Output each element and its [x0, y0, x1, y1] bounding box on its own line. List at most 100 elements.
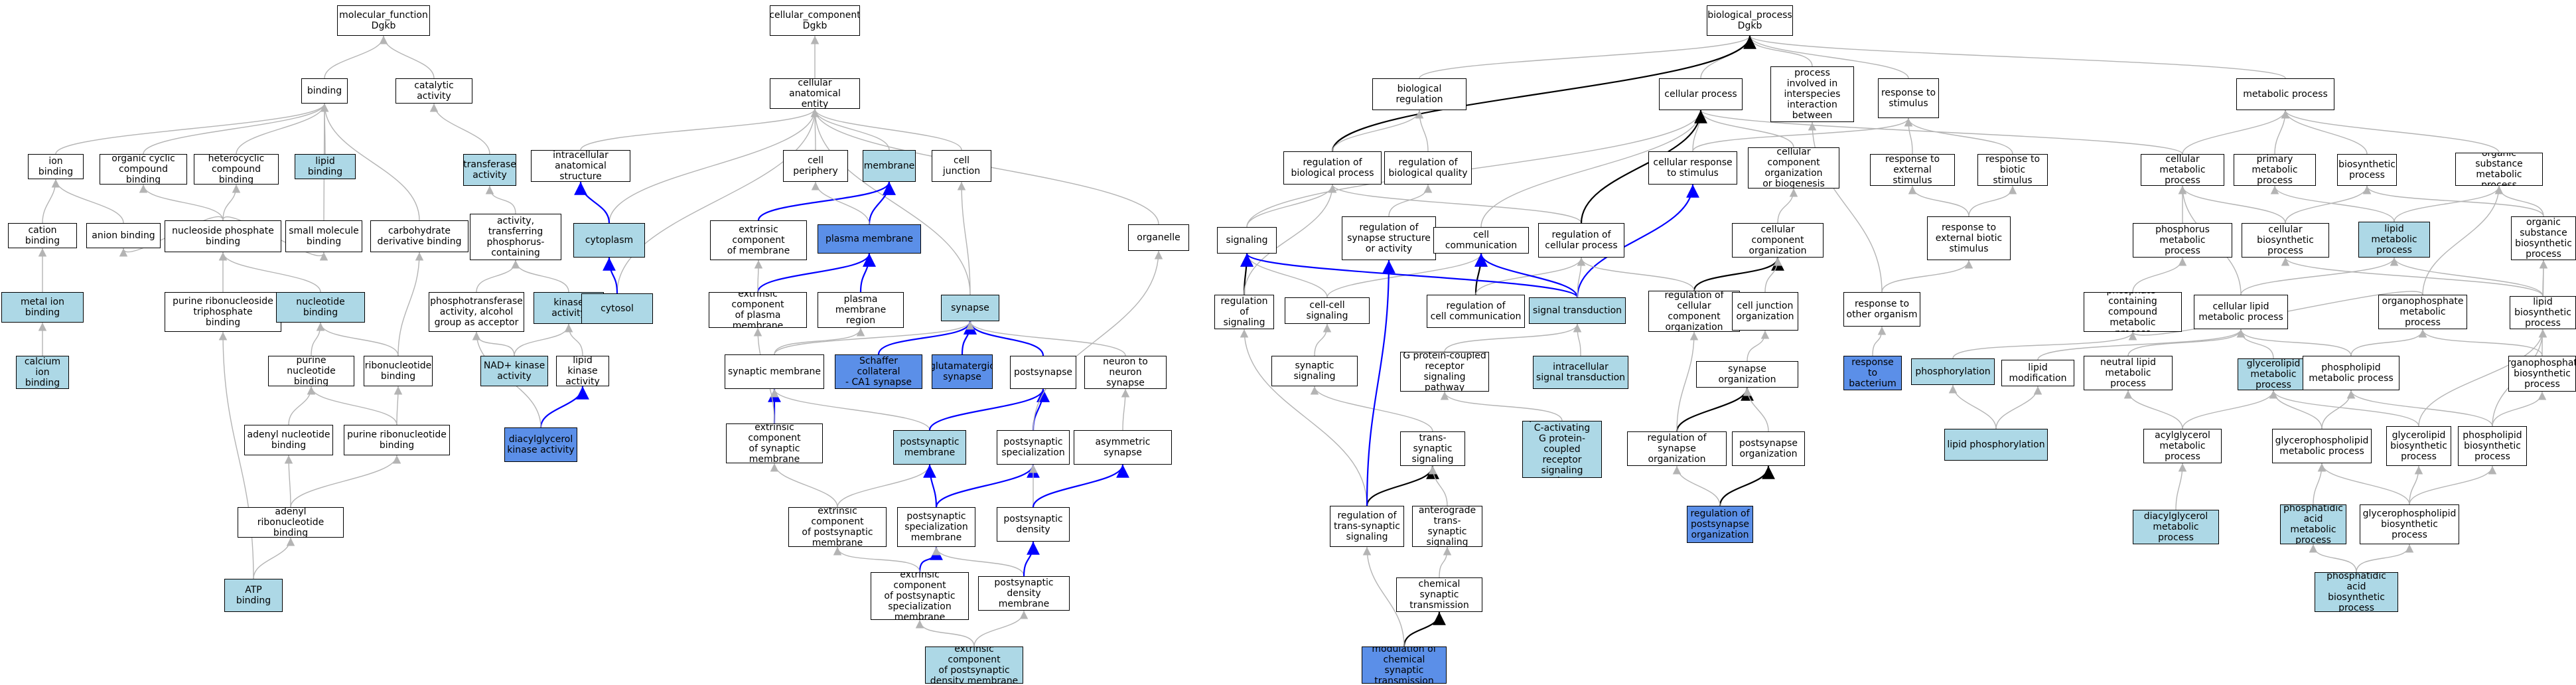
node-lipid-metabolic-process[interactable]: lipid metabolic process: [2358, 222, 2430, 258]
node-cellular-metabolic-process[interactable]: cellular metabolic process: [2141, 154, 2224, 186]
node-nad-kinase-activity[interactable]: NAD+ kinase activity: [480, 356, 548, 386]
node-plasma-membrane-region[interactable]: plasma membrane region: [818, 292, 904, 328]
node-postsynaptic-density-membrane[interactable]: postsynaptic density membrane: [978, 576, 1070, 611]
node-carbohydrate-derivative-binding[interactable]: carbohydrate derivative binding: [370, 220, 468, 252]
node-phosphatidic-acid-biosynthetic-process[interactable]: phosphatidic acid biosynthetic process: [2315, 572, 2398, 612]
node-membrane[interactable]: membrane: [863, 150, 916, 182]
node-purine-ribonucleoside-triphosphate-binding[interactable]: purine ribonucleoside triphosphate bindi…: [165, 292, 281, 332]
node-glycerolipid-metabolic-process[interactable]: glycerolipid metabolic process: [2238, 358, 2309, 390]
node-organelle[interactable]: organelle: [1128, 224, 1189, 251]
node-transferase-activity[interactable]: transferase activity: [463, 154, 516, 186]
node-phospholipid-metabolic-process[interactable]: phospholipid metabolic process: [2303, 356, 2399, 390]
node-synaptic-signaling[interactable]: synaptic signaling: [1271, 356, 1358, 386]
node-glutamatergic-synapse[interactable]: glutamatergic synapse: [932, 354, 993, 389]
node-cell-junction[interactable]: cell junction: [932, 150, 991, 182]
node-cellular-lipid-metabolic-process[interactable]: cellular lipid metabolic process: [2194, 295, 2288, 329]
node-regulation-of-synapse-organization[interactable]: regulation of synapse organization: [1627, 431, 1727, 466]
node-metal-ion-binding[interactable]: metal ion binding: [1, 292, 84, 323]
node-cellular-component-organization[interactable]: cellular component organization: [1732, 223, 1824, 258]
node-organophosphate-biosynthetic-process[interactable]: organophosphate biosynthetic process: [2508, 356, 2576, 392]
node-organic-substance-metabolic-process[interactable]: organic substance metabolic process: [2455, 153, 2543, 186]
node-extrinsic-component-of-postsynaptic-membrane[interactable]: extrinsic component of postsynaptic memb…: [788, 507, 887, 547]
node-lipid-biosynthetic-process[interactable]: lipid biosynthetic process: [2510, 296, 2576, 329]
node-small-molecule-binding[interactable]: small molecule binding: [285, 220, 362, 252]
node-postsynapse[interactable]: postsynapse: [1010, 356, 1076, 389]
node-synapse-organization[interactable]: synapse organization: [1696, 361, 1798, 388]
node-regulation-of-cellular-component-organization[interactable]: regulation of cellular component organiz…: [1648, 291, 1740, 332]
node-phospholipid-biosynthetic-process[interactable]: phospholipid biosynthetic process: [2458, 426, 2527, 466]
node-postsynaptic-specialization-membrane[interactable]: postsynaptic specialization membrane: [897, 507, 975, 547]
node-trans-synaptic-signaling[interactable]: trans-synaptic signaling: [1400, 431, 1465, 466]
node-regulation-of-trans-synaptic-signaling[interactable]: regulation of trans-synaptic signaling: [1330, 506, 1404, 547]
node-signaling[interactable]: signaling: [1217, 227, 1277, 254]
node-interspecies-interaction[interactable]: biological process involved in interspec…: [1770, 66, 1854, 122]
node-extrinsic-component-of-postsynaptic-specialization-membrane[interactable]: extrinsic component of postsynaptic spec…: [871, 572, 969, 620]
node-nucleotide-binding[interactable]: nucleotide binding: [276, 292, 365, 323]
node-cellular-component-organization-or-biogenesis[interactable]: cellular component organization or bioge…: [1748, 147, 1839, 189]
node-phosphorus-metabolic-process[interactable]: phosphorus metabolic process: [2133, 223, 2232, 258]
node-plasma-membrane[interactable]: plasma membrane: [818, 224, 921, 254]
node-calcium-ion-binding[interactable]: calcium ion binding: [16, 356, 69, 389]
node-biological-process[interactable]: biological_process Dgkb: [1707, 5, 1793, 36]
node-cellular-response-to-stimulus[interactable]: cellular response to stimulus: [1648, 151, 1737, 185]
node-schaffer-collateral-ca1-synapse[interactable]: Schaffer collateral - CA1 synapse: [835, 354, 922, 389]
node-cytosol[interactable]: cytosol: [581, 293, 653, 324]
node-glycerolipid-biosynthetic-process[interactable]: glycerolipid biosynthetic process: [2386, 426, 2451, 466]
node-regulation-of-biological-quality[interactable]: regulation of biological quality: [1384, 151, 1472, 185]
node-atp-binding[interactable]: ATP binding: [224, 579, 283, 612]
node-cell-communication[interactable]: cell communication: [1433, 227, 1529, 254]
node-cell-cell-signaling[interactable]: cell-cell signaling: [1285, 297, 1370, 324]
node-transferase-phosphorus[interactable]: transferase activity, transferring phosp…: [470, 214, 561, 260]
node-regulation-of-postsynapse-organization[interactable]: regulation of postsynapse organization: [1687, 506, 1753, 543]
node-cation-binding[interactable]: cation binding: [8, 223, 77, 248]
node-response-to-external-biotic-stimulus[interactable]: response to external biotic stimulus: [1927, 216, 2011, 260]
node-biological-regulation[interactable]: biological regulation: [1372, 78, 1467, 110]
node-catalytic-activity[interactable]: catalytic activity: [395, 78, 472, 104]
node-primary-metabolic-process[interactable]: primary metabolic process: [2234, 154, 2316, 186]
node-postsynaptic-specialization[interactable]: postsynaptic specialization: [997, 430, 1070, 465]
node-response-to-external-stimulus[interactable]: response to external stimulus: [1870, 154, 1955, 186]
node-ion-binding[interactable]: ion binding: [28, 154, 84, 179]
node-adenyl-nucleotide-binding[interactable]: adenyl nucleotide binding: [244, 425, 333, 455]
node-adenyl-ribonucleotide-binding[interactable]: adenyl ribonucleotide binding: [238, 507, 344, 538]
node-cellular-component[interactable]: cellular_component Dgkb: [770, 5, 860, 36]
node-response-to-other-organism[interactable]: response to other organism: [1843, 292, 1920, 327]
node-extrinsic-component-of-membrane[interactable]: extrinsic component of membrane: [710, 220, 807, 260]
node-cell-junction-organization[interactable]: cell junction organization: [1732, 292, 1798, 331]
node-synapse[interactable]: synapse: [941, 295, 999, 321]
node-purine-ribonucleotide-binding[interactable]: purine ribonucleotide binding: [344, 425, 450, 455]
node-lipid-phosphorylation[interactable]: lipid phosphorylation: [1944, 429, 2048, 461]
node-ribonucleotide-binding[interactable]: ribonucleotide binding: [364, 356, 433, 386]
node-cellular-biosynthetic-process[interactable]: cellular biosynthetic process: [2242, 223, 2329, 258]
node-diacylglycerol-kinase-activity[interactable]: diacylglycerol kinase activity: [504, 427, 577, 462]
node-regulation-of-biological-process[interactable]: regulation of biological process: [1283, 151, 1382, 185]
node-regulation-of-signaling[interactable]: regulation of signaling: [1214, 295, 1274, 329]
node-modulation-of-chemical-synaptic-transmission[interactable]: modulation of chemical synaptic transmis…: [1362, 647, 1447, 684]
node-phosphatidic-acid-metabolic-process[interactable]: phosphatidic acid metabolic process: [2280, 504, 2346, 544]
node-regulation-of-cell-communication[interactable]: regulation of cell communication: [1427, 295, 1525, 328]
node-response-to-stimulus[interactable]: response to stimulus: [1878, 78, 1939, 118]
node-regulation-of-synapse-structure[interactable]: regulation of synapse structure or activ…: [1342, 216, 1436, 260]
node-phosphate-containing-compound-metabolic-process[interactable]: phosphate-containing compound metabolic …: [2084, 292, 2182, 332]
node-extrinsic-component-of-plasma-membrane[interactable]: extrinsic component of plasma membrane: [709, 292, 807, 328]
node-organophosphate-metabolic-process[interactable]: organophosphate metabolic process: [2378, 295, 2467, 329]
node-binding[interactable]: binding: [301, 78, 348, 104]
node-chemical-synaptic-transmission[interactable]: chemical synaptic transmission: [1396, 577, 1482, 612]
node-metabolic-process[interactable]: metabolic process: [2236, 78, 2334, 110]
node-intracellular-signal-transduction[interactable]: intracellular signal transduction: [1533, 356, 1628, 389]
node-molecular-function[interactable]: molecular_function Dgkb: [337, 5, 430, 36]
node-response-to-bacterium[interactable]: response to bacterium: [1843, 356, 1902, 390]
node-anterograde-trans-synaptic-signaling[interactable]: anterograde trans-synaptic signaling: [1412, 506, 1482, 547]
node-regulation-of-cellular-process[interactable]: regulation of cellular process: [1538, 223, 1624, 258]
node-organic-cyclic-compound-binding[interactable]: organic cyclic compound binding: [100, 154, 187, 185]
node-organic-substance-biosynthetic-process[interactable]: organic substance biosynthetic process: [2511, 216, 2576, 260]
node-phosphotransferase-alcohol[interactable]: phosphotransferase activity, alcohol gro…: [429, 292, 524, 332]
node-nucleoside-phosphate-binding[interactable]: nucleoside phosphate binding: [165, 220, 281, 252]
node-lipid-modification[interactable]: lipid modification: [2001, 360, 2074, 386]
node-cell-periphery[interactable]: cell periphery: [783, 150, 848, 182]
node-postsynaptic-membrane[interactable]: postsynaptic membrane: [893, 430, 966, 465]
node-phosphorylation[interactable]: phosphorylation: [1911, 358, 1995, 385]
node-intracellular-anatomical-structure[interactable]: intracellular anatomical structure: [531, 150, 630, 182]
node-protein-kinase-c-activating-gpcr-pathway[interactable]: protein kinase C-activating G protein-co…: [1522, 421, 1602, 478]
node-synaptic-membrane[interactable]: synaptic membrane: [725, 354, 824, 389]
